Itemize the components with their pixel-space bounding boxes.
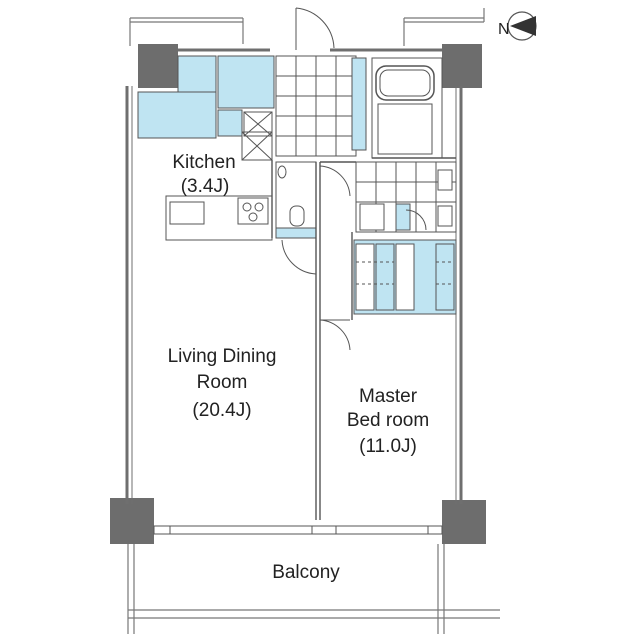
- kitchen-storage: [137, 55, 275, 139]
- compass-north-letter: N: [498, 21, 510, 38]
- kitchen-name: Kitchen: [172, 152, 235, 173]
- toilet-room: [275, 161, 317, 239]
- kitchen-size: (3.4J): [181, 176, 230, 197]
- window-sashes: [153, 525, 443, 535]
- exterior-walls: [125, 48, 463, 504]
- toilet-icon: [289, 205, 305, 227]
- column-top-right: [442, 44, 482, 88]
- living-dining-name-line1: Living Dining: [168, 346, 277, 367]
- balcony-name: Balcony: [272, 562, 340, 583]
- compass: N: [498, 11, 537, 41]
- balcony-railing: [127, 544, 500, 634]
- pantry-box: [241, 131, 273, 161]
- column-bottom-right: [442, 500, 486, 544]
- kitchen-counter: [165, 195, 273, 241]
- living-dining-name-line2: Room: [197, 372, 248, 393]
- column-top-left: [138, 44, 178, 88]
- column-bottom-left: [110, 498, 154, 544]
- top-railing: [129, 8, 485, 46]
- washroom-grid: [355, 161, 457, 233]
- structural-columns: [110, 44, 486, 544]
- entry-door: [295, 7, 335, 50]
- living-dining-size: (20.4J): [192, 400, 251, 421]
- interior-walls: [271, 157, 456, 520]
- stove-icon: [237, 197, 269, 225]
- washbasin-icon: [359, 203, 385, 231]
- bathtub-icon: [375, 65, 435, 101]
- bathroom: [371, 57, 443, 159]
- master-bedroom-name-line2: Bed room: [347, 410, 429, 431]
- door-swings: [281, 165, 427, 351]
- walk-in-closet: [353, 239, 457, 315]
- entrance-closet-grid: [275, 55, 367, 157]
- master-bedroom-size: (11.0J): [359, 436, 417, 457]
- master-bedroom-name-line1: Master: [359, 386, 418, 407]
